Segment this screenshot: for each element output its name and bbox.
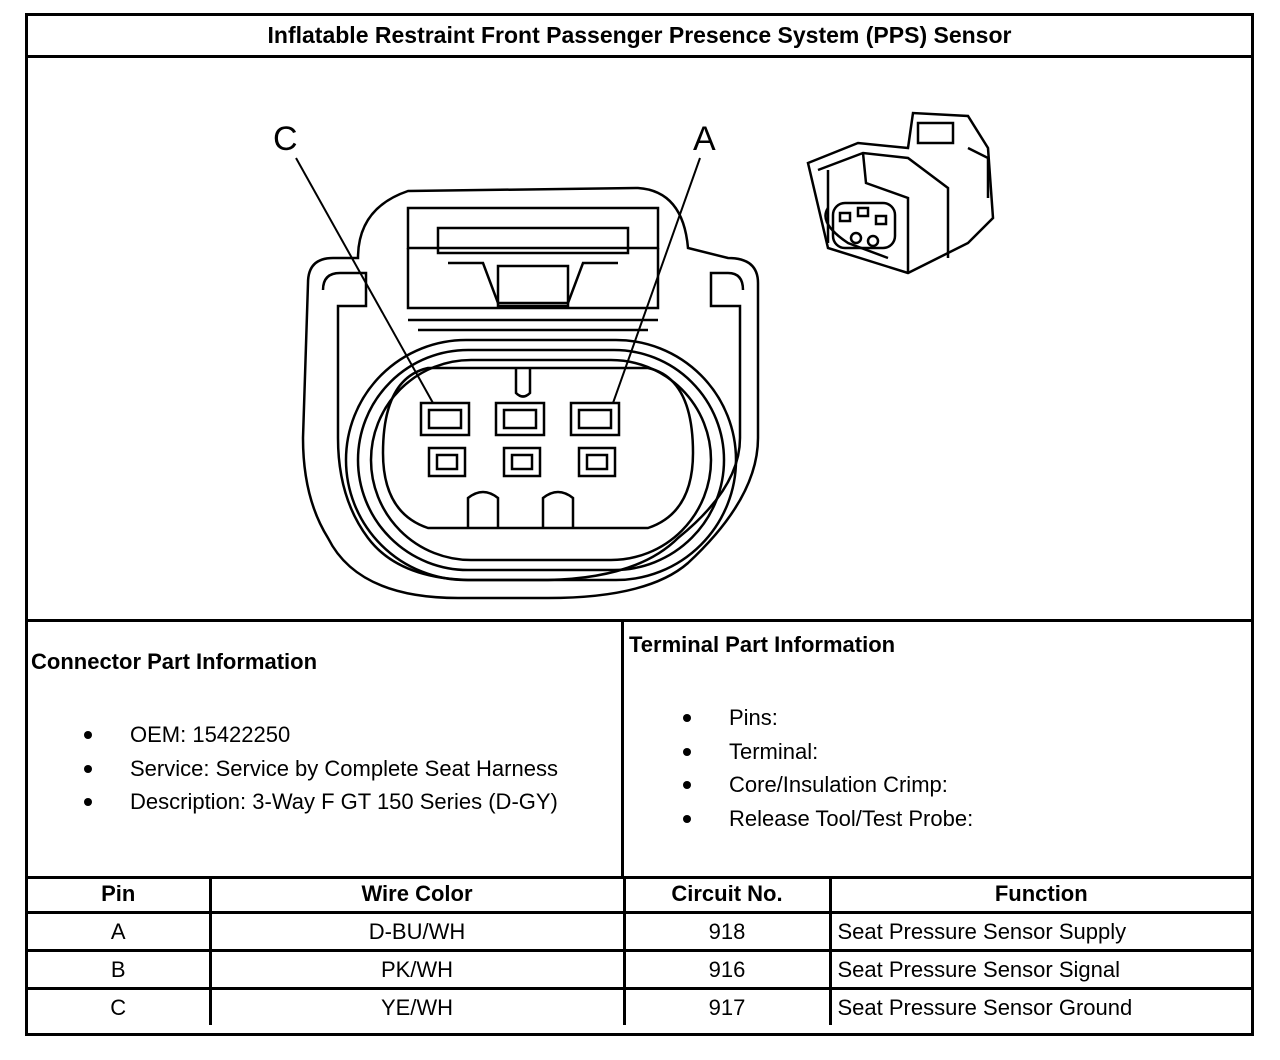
pin-cavities xyxy=(419,401,621,478)
pin-cavity-a xyxy=(569,401,621,437)
pin-cavity-c xyxy=(419,401,471,437)
bullet-icon xyxy=(84,764,92,773)
wire-color-cell: D-BU/WH xyxy=(208,911,626,952)
header-wire-color: Wire Color xyxy=(208,876,626,914)
function-cell: Seat Pressure Sensor Signal xyxy=(828,949,1251,990)
table-row: C YE/WH 917 Seat Pressure Sensor Ground xyxy=(28,987,1251,1025)
pin-cell: C xyxy=(28,987,212,1025)
page-title: Inflatable Restraint Front Passenger Pre… xyxy=(28,16,1251,58)
diagram-frame: Inflatable Restraint Front Passenger Pre… xyxy=(25,13,1254,1036)
bullet-icon xyxy=(683,714,691,722)
list-item: OEM: 15422250 xyxy=(80,718,558,752)
callout-label-c: C xyxy=(273,120,298,158)
bullet-icon xyxy=(683,747,691,756)
bullet-icon xyxy=(84,731,92,739)
callout-label-a: A xyxy=(693,120,716,158)
header-circuit-no: Circuit No. xyxy=(622,876,832,914)
wire-color-cell: PK/WH xyxy=(208,949,626,990)
header-pin: Pin xyxy=(28,876,212,914)
list-item: Core/Insulation Crimp: xyxy=(679,768,973,802)
function-cell: Seat Pressure Sensor Ground xyxy=(828,987,1251,1025)
header-function: Function xyxy=(828,876,1251,914)
table-row: B PK/WH 916 Seat Pressure Sensor Signal xyxy=(28,949,1251,990)
bullet-icon xyxy=(683,781,691,789)
table-row: A D-BU/WH 918 Seat Pressure Sensor Suppl… xyxy=(28,911,1251,952)
pin-table: Pin Wire Color Circuit No. Function A D-… xyxy=(28,876,1251,1025)
bullet-icon xyxy=(683,814,691,823)
connector-iso-thumbnail xyxy=(806,111,995,275)
terminal-part-info: Terminal Part Information Pins: Terminal… xyxy=(624,622,1251,876)
function-cell: Seat Pressure Sensor Supply xyxy=(828,911,1251,952)
list-item: Release Tool/Test Probe: xyxy=(679,802,973,836)
list-item: Description: 3-Way F GT 150 Series (D-GY… xyxy=(80,785,558,819)
pin-cavity-b xyxy=(494,401,546,437)
connector-face-drawing: C A xyxy=(273,111,995,600)
list-item: Pins: xyxy=(679,701,973,735)
terminal-info-heading: Terminal Part Information xyxy=(629,632,896,657)
callout-leaders xyxy=(295,157,701,404)
circuit-cell: 918 xyxy=(622,911,832,952)
terminal-info-list: Pins: Terminal: Core/Insulation Crimp: R… xyxy=(679,701,973,835)
circuit-cell: 916 xyxy=(622,949,832,990)
pin-cell: A xyxy=(28,911,212,952)
connector-info-list: OEM: 15422250 Service: Service by Comple… xyxy=(80,718,558,819)
list-item: Terminal: xyxy=(679,735,973,769)
list-item: Service: Service by Complete Seat Harnes… xyxy=(80,752,558,786)
circuit-cell: 917 xyxy=(622,987,832,1025)
connector-info-heading: Connector Part Information xyxy=(31,649,318,674)
table-header-row: Pin Wire Color Circuit No. Function xyxy=(28,876,1251,914)
wire-color-cell: YE/WH xyxy=(208,987,626,1025)
connector-drawing-area: C A xyxy=(28,58,1251,622)
part-information-row: Connector Part Information OEM: 15422250… xyxy=(28,619,1251,879)
connector-face-outline xyxy=(301,186,760,600)
pin-cell: B xyxy=(28,949,212,990)
connector-part-info: Connector Part Information OEM: 15422250… xyxy=(28,622,624,876)
bullet-icon xyxy=(84,798,92,806)
